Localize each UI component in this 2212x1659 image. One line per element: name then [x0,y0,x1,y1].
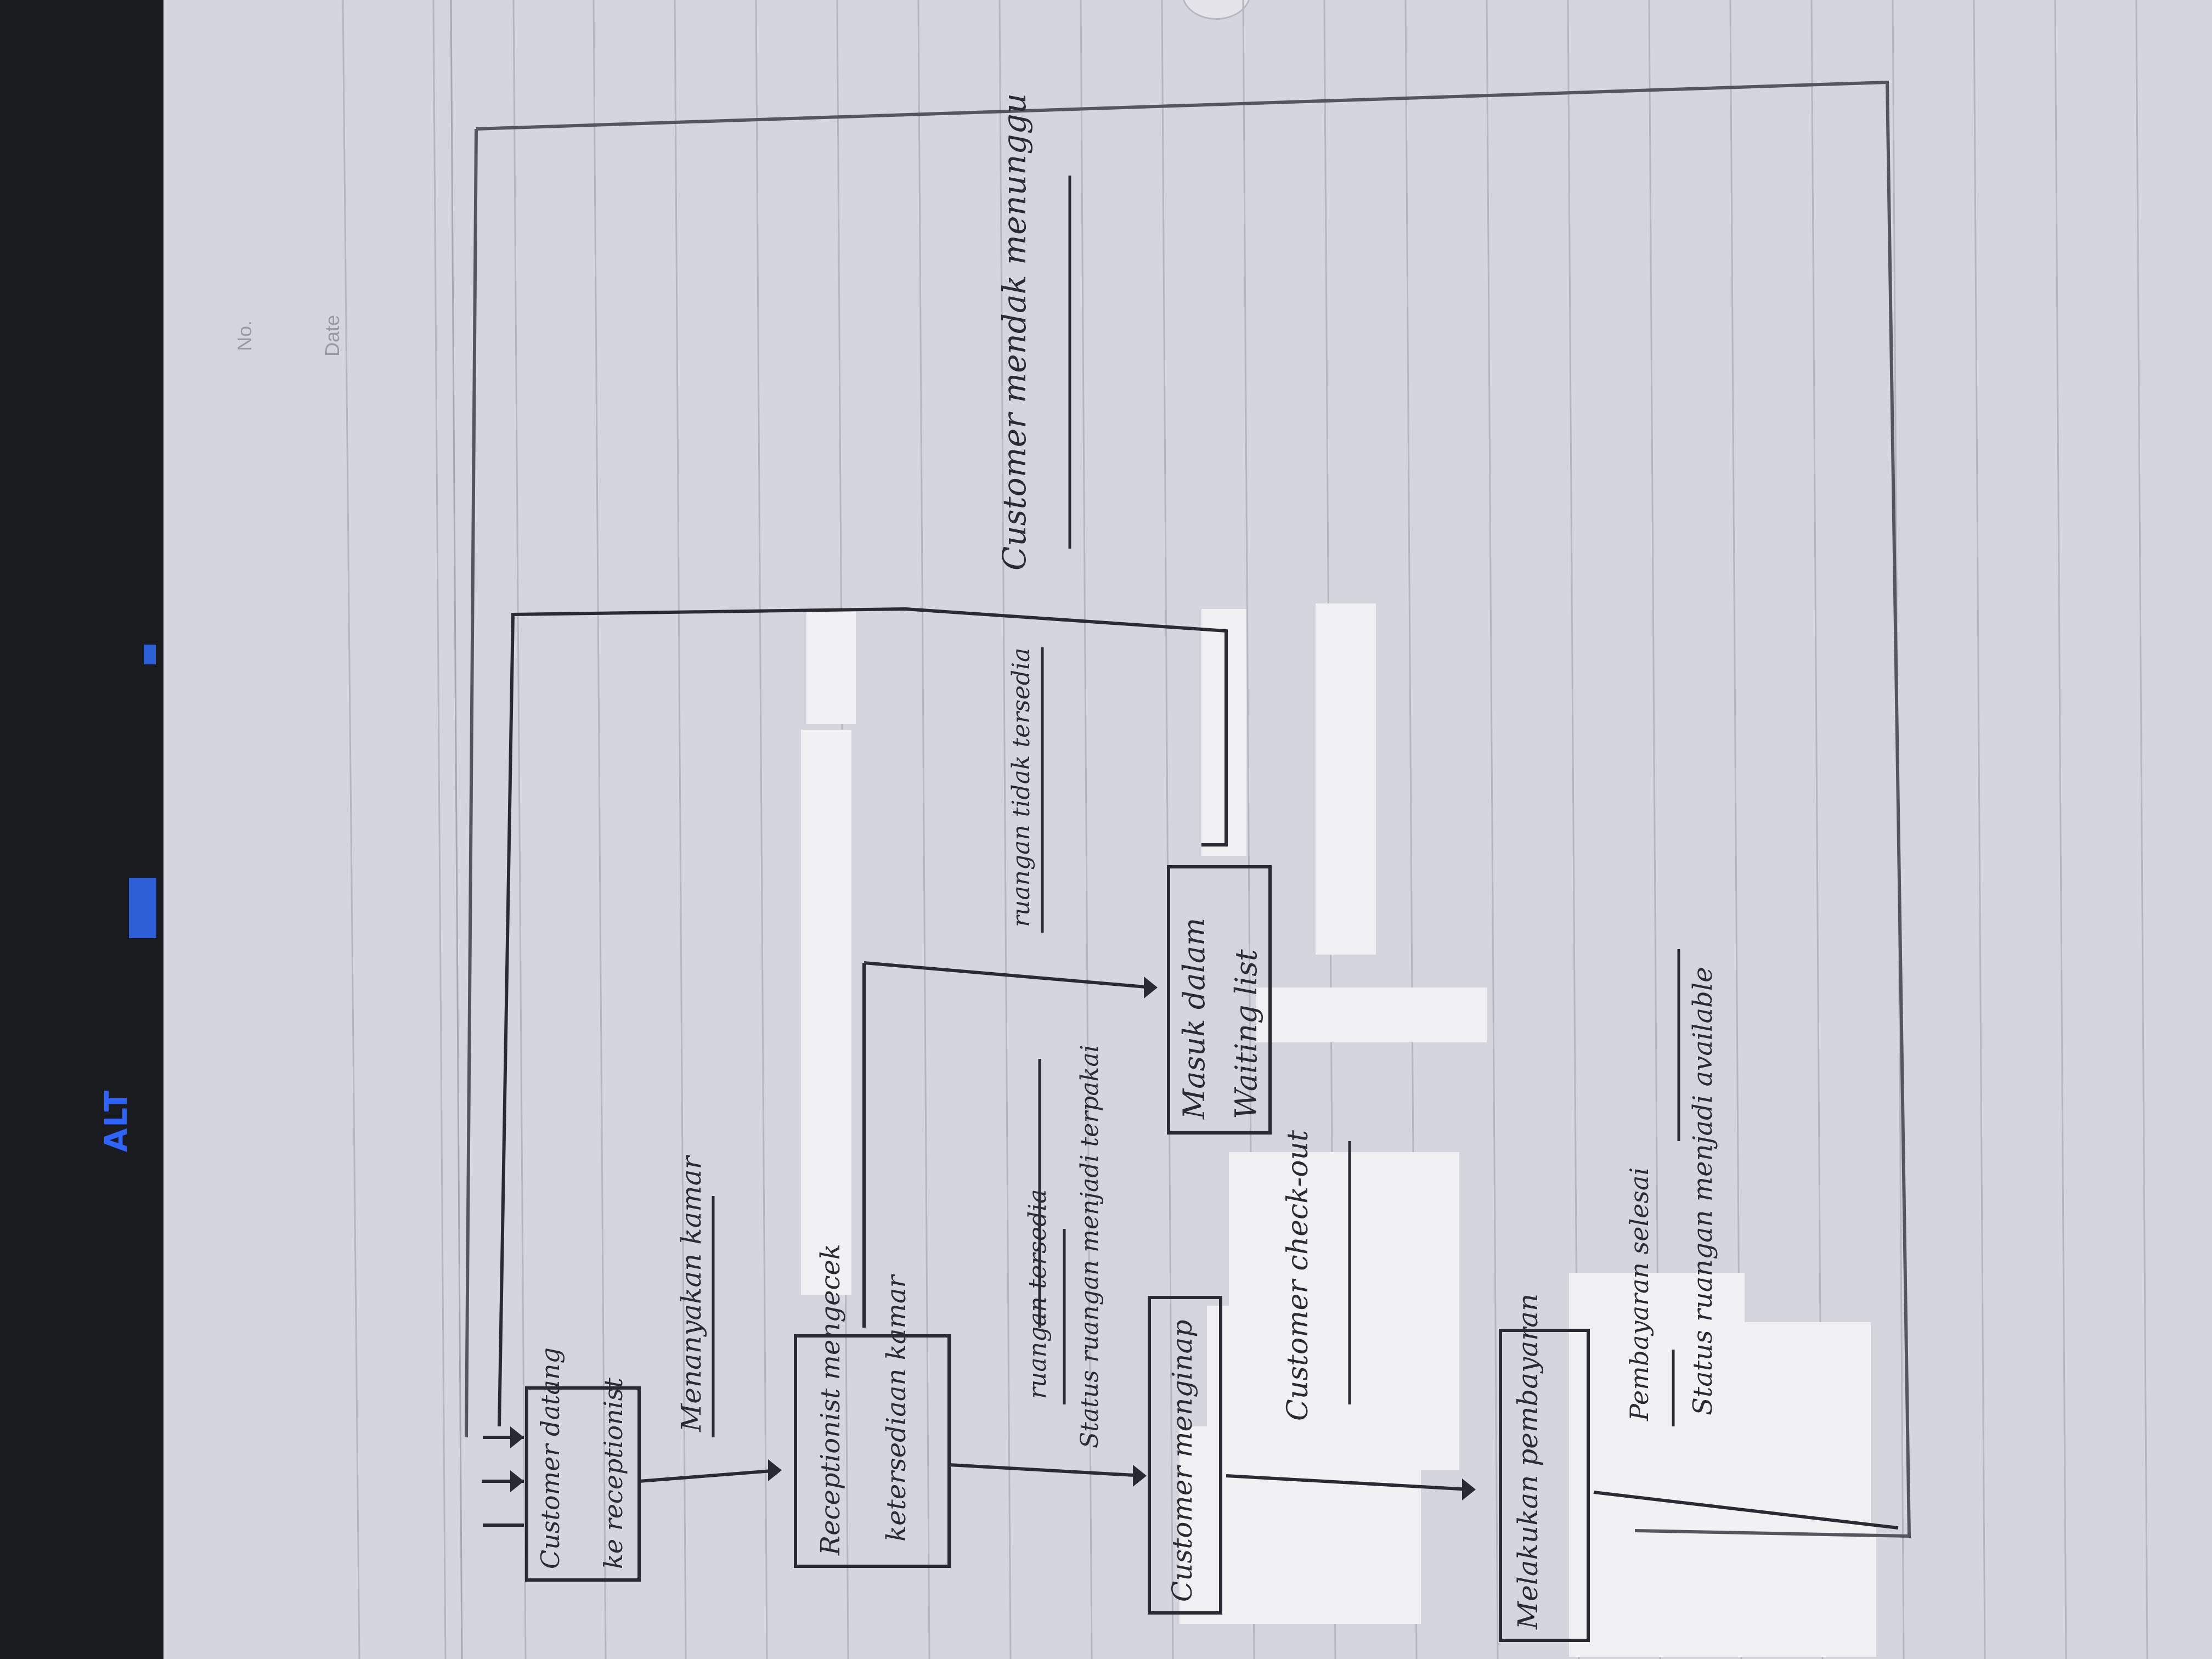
flow-arrows [482,607,1899,1530]
edge-label-ask-room: Menanyakan kamar [675,1156,707,1432]
paper-date-label: Date [321,314,343,357]
edge-label-room-unavailable: ruangan tidak tersedia [1007,647,1035,927]
arrowhead [1462,1479,1476,1500]
margin-line [450,0,463,1659]
arrowhead [510,1470,524,1492]
node-4-label: Waiting list [1229,949,1263,1119]
node-3-label: Customer menginap [1166,1319,1198,1602]
arrowhead [768,1459,782,1481]
blue-light-icon [129,878,156,938]
paper-no-label: No. [233,320,256,351]
node-boxes [525,865,1590,1642]
arrowheads [510,977,1476,1500]
arrowhead [1133,1465,1147,1487]
correction-tape [801,603,1876,1657]
node-box-5 [1499,1329,1590,1642]
edge-label-checkout: Customer check-out [1282,1130,1314,1421]
edge-label-room-released: Status ruangan menjadi available [1688,967,1718,1415]
node-box-1 [525,1386,641,1582]
blue-light-icon [144,645,156,664]
node-5-label: Melakukan pembayaran [1512,1293,1544,1629]
node-4-label: Masuk dalam [1177,917,1211,1119]
edge-label-payment-done: Pembayaran selesai [1624,1167,1654,1421]
node-box-2 [794,1334,951,1568]
node-box-3 [1148,1296,1222,1615]
edge-label-refuse-wait: Customer mendak menunggu [996,93,1033,571]
swimlane-border [465,80,1911,1538]
arrowhead [1144,977,1158,998]
edge-label-room-used: Status ruangan menjadi terpakai [1076,1045,1104,1448]
arrowhead [510,1426,524,1448]
label-underlines [712,176,1680,1437]
node-1-label: Customer datang [535,1347,565,1569]
node-2-label: ketersediaan kamar [881,1275,912,1542]
node-box-4 [1167,865,1272,1135]
edge-label-room-available: ruangan tersedia [1024,1189,1052,1399]
node-1-label: ke receptionist [599,1378,628,1569]
node-2-label: Receptionist mengecek [815,1244,846,1555]
